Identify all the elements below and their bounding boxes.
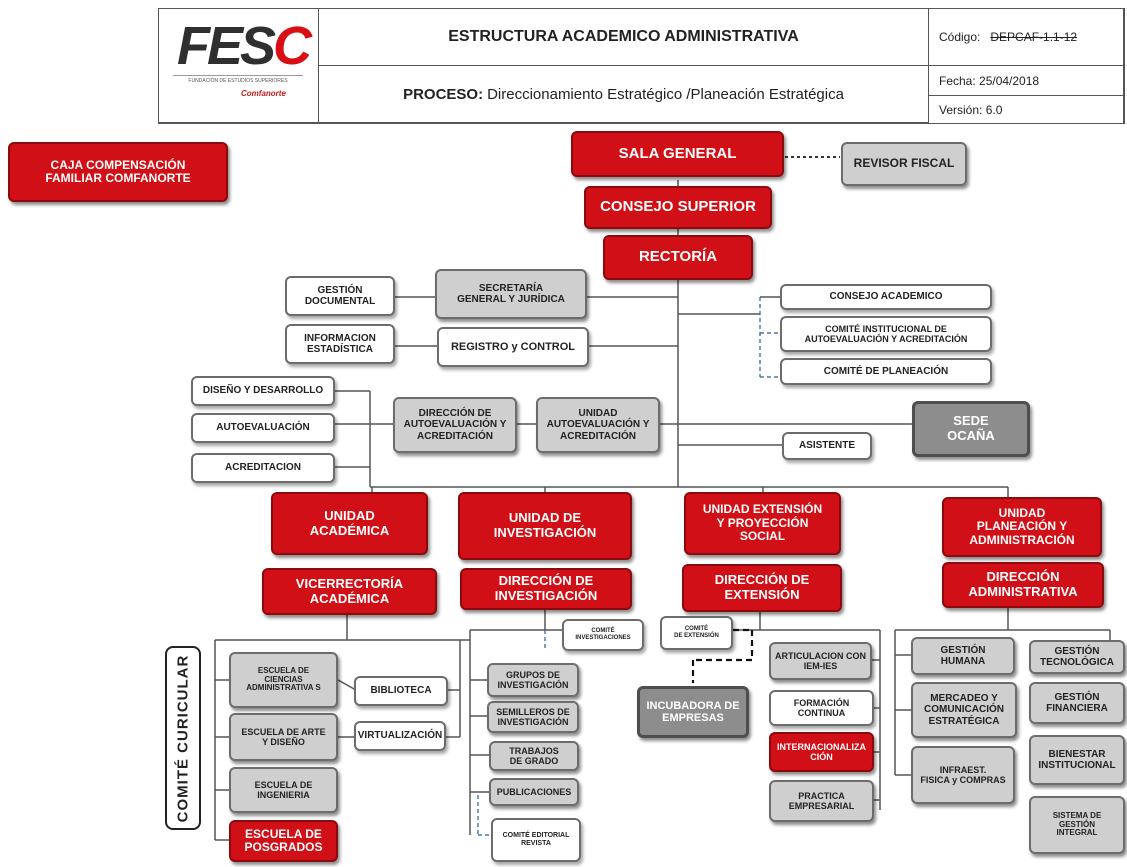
node-unidad-planeacion: UNIDAD PLANEACIÓN Y ADMINISTRACIÓN <box>942 497 1102 557</box>
node-unidad-investigacion: UNIDAD DE INVESTIGACIÓN <box>458 492 632 560</box>
node-caja-compensacion: CAJA COMPENSACIÓN FAMILIAR COMFANORTE <box>8 142 228 202</box>
node-gestion-financiera: GESTIÓN FINANCIERA <box>1029 682 1125 724</box>
node-rectoria: RECTORÍA <box>603 235 753 280</box>
version-label: Versión: 6.0 <box>939 102 1003 117</box>
node-formacion-continua: FORMACIÓN CONTINUA <box>769 690 874 726</box>
logo-wordmark: FESC <box>177 16 312 76</box>
node-sala-general: SALA GENERAL <box>571 131 784 177</box>
code-label: Código: <box>939 30 981 44</box>
node-sistema-gestion: SISTEMA DE GESTIÓN INTEGRAL <box>1029 796 1125 854</box>
node-escuela-posgrados: ESCUELA DE POSGRADOS <box>229 820 338 862</box>
code-value: DEPCAF-1.1-12 <box>990 30 1078 44</box>
node-comite-investigaciones: COMITÉ INVESTIGACIONES <box>562 619 644 651</box>
node-publicaciones: PUBLICACIONES <box>489 778 579 806</box>
code-cell: Código: DEPCAF-1.1-12 <box>929 9 1124 66</box>
node-mercadeo: MERCADEO Y COMUNICACIÓN ESTRATÉGICA <box>911 682 1017 738</box>
process-value: Direccionamiento Estratégico /Planeación… <box>487 85 844 103</box>
node-comite-autoevaluacion: COMITÉ INSTITUCIONAL DE AUTOEVALUACIÓN Y… <box>780 316 992 352</box>
node-direccion-administrativa: DIRECCIÓN ADMINISTRATIVA <box>942 562 1104 608</box>
node-escuela-ingenieria: ESCUELA DE INGENIERIA <box>229 767 338 813</box>
node-virtualizacion: VIRTUALIZACIÓN <box>354 721 446 751</box>
node-escuela-ciencias: ESCUELA DE CIENCIAS ADMINISTRATIVA S <box>229 652 338 708</box>
node-escuela-arte: ESCUELA DE ARTE Y DISEÑO <box>229 713 338 761</box>
logo-brand: Comfanorte <box>241 89 286 98</box>
node-asistente: ASISTENTE <box>782 432 872 460</box>
fesc-logo: FESC FUNDACIÓN DE ESTUDIOS SUPERIORES Co… <box>159 9 319 123</box>
node-gestion-documental: GESTIÓN DOCUMENTAL <box>285 276 395 316</box>
document-header: FESC FUNDACIÓN DE ESTUDIOS SUPERIORES Co… <box>158 8 1125 124</box>
node-comite-planeacion: COMITÉ DE PLANEACIÓN <box>780 358 992 385</box>
node-grupos-investigacion: GRUPOS DE INVESTIGACIÓN <box>487 663 579 697</box>
node-autoevaluacion: AUTOEVALUACIÓN <box>191 413 335 443</box>
node-registro-control: REGISTRO y CONTROL <box>437 327 589 367</box>
node-practica-empresarial: PRACTICA EMPRESARIAL <box>769 780 874 822</box>
node-articulacion: ARTICULACION CON IEM-IES <box>769 642 872 680</box>
node-sede-ocana: SEDE OCAÑA <box>912 401 1030 457</box>
node-comite-extension: COMITÉ DE EXTENSIÓN <box>660 616 733 650</box>
node-informacion-estadistica: INFORMACION ESTADÍSTICA <box>285 324 395 364</box>
node-vicerrectoria-academica: VICERRECTORÍA ACADÉMICA <box>262 568 437 615</box>
process-label: PROCESO: <box>403 85 484 103</box>
process-line: PROCESO: Direccionamiento Estratégico /P… <box>319 66 929 123</box>
node-secretaria-general: SECRETARÍA GENERAL Y JURÍDICA <box>435 269 587 319</box>
node-semilleros: SEMILLEROS DE INVESTIGACIÓN <box>487 701 579 733</box>
node-comite-editorial: COMITÉ EDITORIAL REVISTA <box>491 818 581 862</box>
node-direccion-investigacion: DIRECCIÓN DE INVESTIGACIÓN <box>460 568 632 610</box>
node-acreditacion: ACREDITACION <box>191 453 335 483</box>
node-gestion-tecnologica: GESTIÓN TECNOLÓGICA <box>1029 640 1125 674</box>
node-comite-curricular: COMITÉ CURICULAR <box>165 646 201 830</box>
logo-subtext: FUNDACIÓN DE ESTUDIOS SUPERIORES <box>173 75 303 84</box>
node-direccion-autoevaluacion: DIRECCIÓN DE AUTOEVALUACIÓN Y ACREDITACI… <box>393 397 517 453</box>
node-consejo-academico: CONSEJO ACADEMICO <box>780 284 992 310</box>
node-gestion-humana: GESTIÓN HUMANA <box>911 637 1015 675</box>
node-internacionalizacion: INTERNACIONALIZA CIÓN <box>769 732 874 772</box>
date-cell: Fecha: 25/04/2018 <box>929 66 1124 96</box>
node-biblioteca: BIBLIOTECA <box>354 676 448 706</box>
date-label: Fecha: 25/04/2018 <box>939 73 1040 88</box>
node-revisor-fiscal: REVISOR FISCAL <box>841 142 967 186</box>
node-diseno-desarrollo: DISEÑO Y DESARROLLO <box>191 376 335 406</box>
version-cell: Versión: 6.0 <box>929 96 1124 123</box>
node-consejo-superior: CONSEJO SUPERIOR <box>584 186 772 229</box>
node-bienestar-institucional: BIENESTAR INSTITUCIONAL <box>1029 735 1125 785</box>
node-trabajos-grado: TRABAJOS DE GRADO <box>489 741 579 771</box>
document-title: ESTRUCTURA ACADEMICO ADMINISTRATIVA <box>319 9 929 66</box>
comite-curricular-label: COMITÉ CURICULAR <box>174 654 192 822</box>
node-direccion-extension: DIRECCIÓN DE EXTENSIÓN <box>682 564 842 612</box>
node-unidad-extension: UNIDAD EXTENSIÓN Y PROYECCIÓN SOCIAL <box>684 492 841 555</box>
node-unidad-autoevaluacion: UNIDAD AUTOEVALUACIÓN Y ACREDITACIÓN <box>536 397 660 453</box>
node-unidad-academica: UNIDAD ACADÉMICA <box>271 492 428 555</box>
node-infraestructura: INFRAEST. FISICA y COMPRAS <box>911 746 1015 804</box>
node-incubadora-empresas: INCUBADORA DE EMPRESAS <box>637 686 749 738</box>
